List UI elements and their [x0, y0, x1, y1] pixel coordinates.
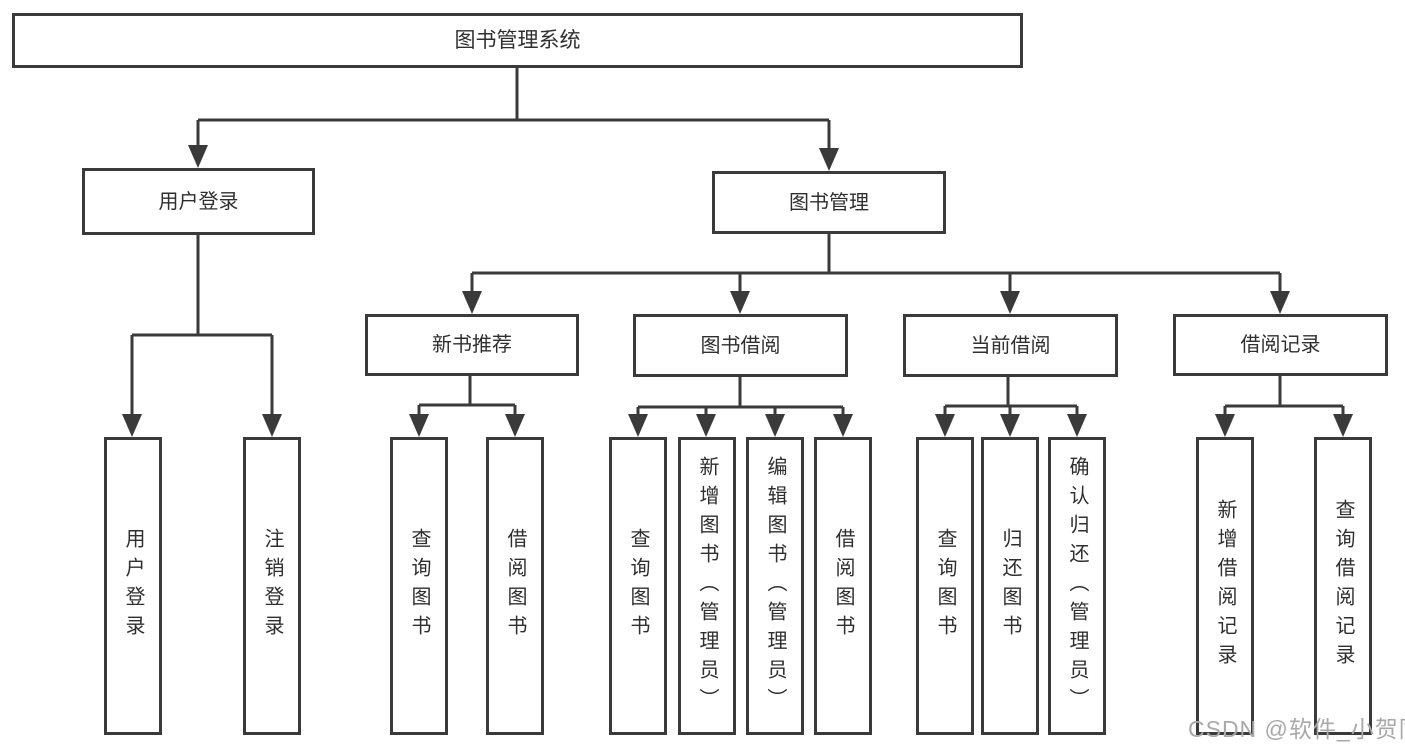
arrowhead [696, 414, 716, 437]
arrowhead [409, 414, 429, 437]
node-cb-return-book: 归还图书 [981, 437, 1039, 735]
node-book-borrow: 图书借阅 [633, 314, 848, 377]
connector-path [130, 68, 1345, 416]
arrowhead [628, 414, 648, 437]
arrowhead [1000, 291, 1020, 314]
arrowhead [935, 414, 955, 437]
arrowhead [188, 145, 208, 168]
node-user-login-leaf: 用户登录 [104, 437, 162, 735]
node-borrow-records: 借阅记录 [1173, 314, 1388, 376]
arrowhead [1270, 291, 1290, 314]
arrowhead [765, 414, 785, 437]
arrowhead [1333, 414, 1353, 437]
node-book-management: 图书管理 [712, 171, 946, 234]
node-bb-borrow-book: 借阅图书 [814, 437, 872, 735]
node-logout-leaf: 注销登录 [243, 437, 301, 735]
arrowhead [819, 148, 839, 171]
node-bb-add-book-admin: 新增图书（管理员） [678, 437, 736, 735]
node-cb-confirm-return-admin: 确认归还（管理员） [1048, 437, 1106, 735]
arrowhead [1067, 414, 1087, 437]
node-rec-query-book: 查询图书 [390, 437, 448, 735]
node-br-query-record: 查询借阅记录 [1314, 437, 1372, 735]
arrowhead [122, 414, 142, 437]
arrowhead [1000, 414, 1020, 437]
node-new-book-recommend: 新书推荐 [365, 314, 579, 376]
node-br-add-record: 新增借阅记录 [1196, 437, 1254, 735]
node-root: 图书管理系统 [12, 13, 1023, 68]
node-user-login: 用户登录 [82, 168, 315, 235]
arrowhead [505, 414, 525, 437]
watermark: CSDN @软件_小贺同学 [1188, 716, 1405, 742]
arrowhead [262, 414, 282, 437]
arrowhead [462, 291, 482, 314]
node-bb-query-book: 查询图书 [609, 437, 667, 735]
arrowheads [122, 145, 1353, 437]
arrowhead [730, 291, 750, 314]
node-rec-borrow-book: 借阅图书 [486, 437, 544, 735]
node-current-borrow: 当前借阅 [903, 314, 1118, 377]
node-bb-edit-book-admin: 编辑图书（管理员） [746, 437, 804, 735]
arrowhead [1215, 414, 1235, 437]
node-cb-query-book: 查询图书 [916, 437, 974, 735]
arrowhead [833, 414, 853, 437]
